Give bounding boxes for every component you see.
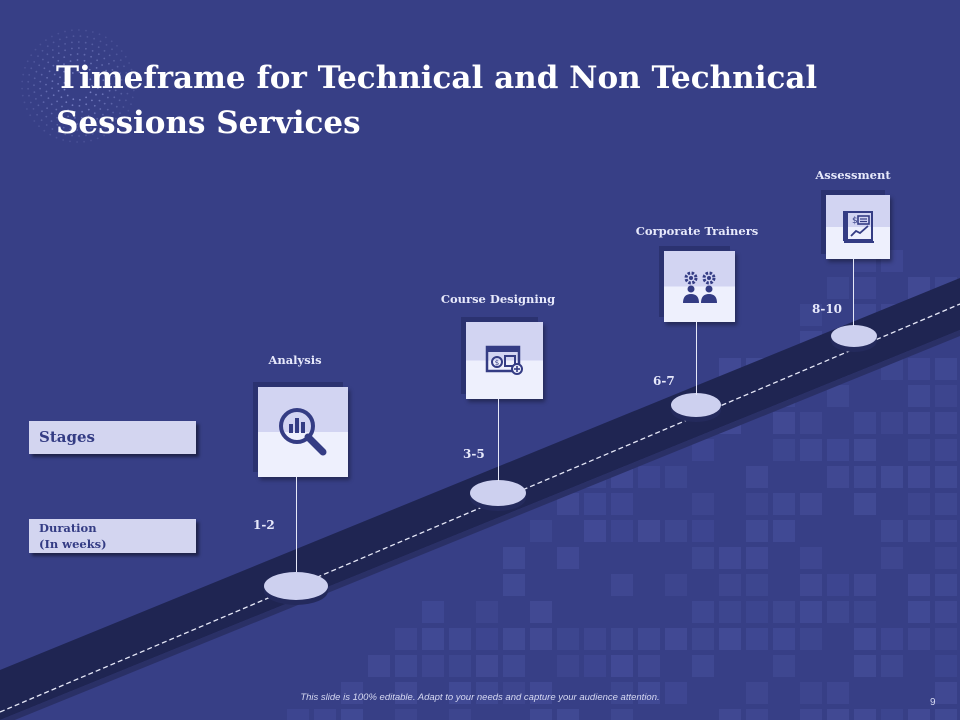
- milestone-disc: [264, 572, 328, 605]
- duration-value-course-designing: 3-5: [463, 447, 485, 461]
- stage-label-assessment: Assessment: [815, 168, 891, 182]
- page-number: 9: [930, 697, 936, 708]
- road-center-line: [0, 303, 960, 713]
- stage-label-analysis: Analysis: [268, 353, 322, 367]
- footer-note: This slide is 100% editable. Adapt to yo…: [300, 692, 660, 703]
- milestone-disc: [470, 480, 526, 511]
- report-chart-icon: $: [843, 211, 874, 243]
- corporate-trainers-icon-card: [664, 251, 735, 322]
- milestone-disc: [671, 393, 721, 422]
- course-designing-icon-card: $: [466, 322, 543, 399]
- milestone-stem: [296, 477, 297, 572]
- stage-label-course-designing: Course Designing: [440, 292, 556, 306]
- svg-text:$: $: [852, 216, 858, 226]
- team-gears-icon: [682, 271, 717, 303]
- milestone-disc: [831, 325, 877, 352]
- stage-label-corporate-trainers: Corporate Trainers: [635, 224, 759, 238]
- duration-value-analysis: 1-2: [253, 518, 275, 532]
- duration-label-box: Duration (In weeks): [29, 519, 196, 553]
- duration-value-assessment: 8-10: [812, 302, 843, 316]
- magnifier-chart-icon: [279, 408, 327, 456]
- milestone-stem: [498, 399, 499, 481]
- timeline-road-edge: [0, 330, 960, 720]
- analysis-icon-card: [258, 387, 348, 477]
- svg-text:$: $: [494, 359, 498, 367]
- duration-value-corporate-trainers: 6-7: [653, 374, 675, 388]
- milestone-stem: [696, 322, 697, 395]
- stages-label-box: Stages: [29, 421, 196, 454]
- duration-label-line1: Duration: [39, 521, 97, 535]
- halo-decoration: [21, 29, 135, 143]
- assessment-icon-card: $: [826, 195, 890, 259]
- slide-title: Timeframe for Technical and Non Technica…: [56, 60, 818, 141]
- duration-label-line2: (In weeks): [39, 537, 107, 551]
- stages-label: Stages: [39, 428, 95, 446]
- milestone-stem: [853, 259, 854, 326]
- browser-money-icon: $: [485, 345, 523, 375]
